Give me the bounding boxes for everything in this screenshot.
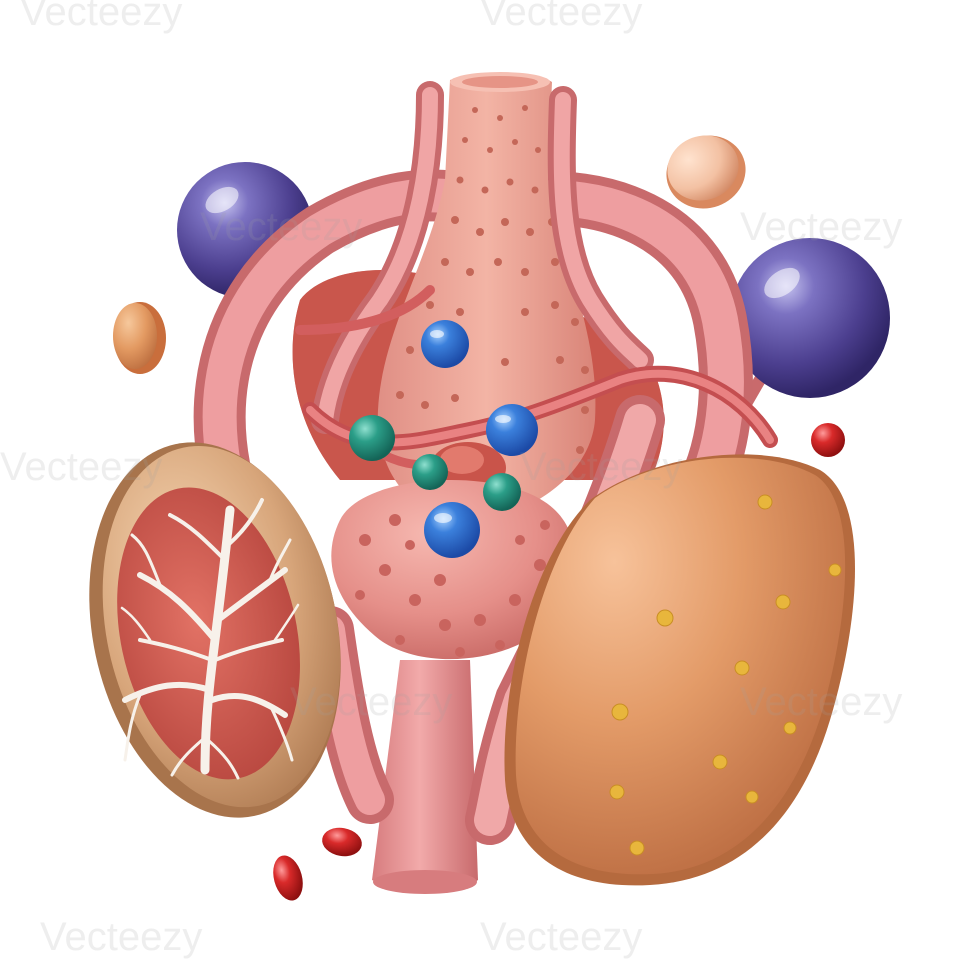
blue-molecule xyxy=(424,502,480,558)
teal-molecule xyxy=(412,454,448,490)
branching-fibers xyxy=(120,498,300,780)
teal-molecule xyxy=(483,473,521,511)
organ-dots xyxy=(609,494,842,856)
floating-chip-top xyxy=(666,135,746,209)
right-organ xyxy=(504,454,855,886)
blue-molecule xyxy=(421,320,469,368)
inner-vessel-left xyxy=(311,81,444,434)
lobe-pores xyxy=(355,514,550,657)
purple-sphere-right xyxy=(730,238,890,418)
red-blood-cell xyxy=(273,855,303,901)
floating-chip-left xyxy=(113,302,166,374)
blue-molecule xyxy=(486,404,538,456)
red-blood-cell xyxy=(811,423,845,457)
lower-tube xyxy=(372,660,478,894)
inner-vessel-right xyxy=(547,86,654,374)
teal-molecule xyxy=(349,415,395,461)
red-blood-cell xyxy=(322,827,362,857)
